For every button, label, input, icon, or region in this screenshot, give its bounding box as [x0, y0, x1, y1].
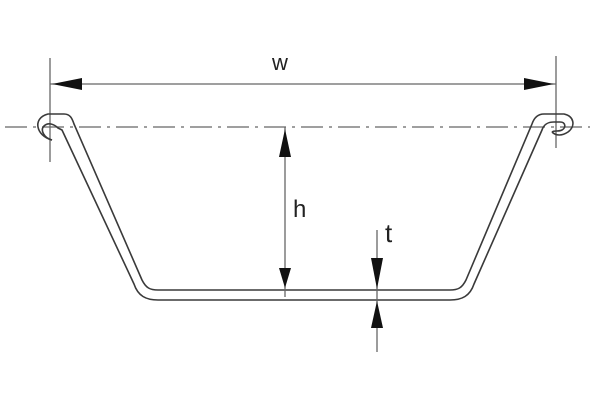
height-label: h: [293, 196, 307, 223]
arrow-up-t-icon: [371, 301, 383, 328]
arrow-left-icon: [52, 78, 82, 90]
width-label: w: [272, 50, 288, 75]
profile-shape: [37, 113, 574, 301]
thickness-label: t: [385, 218, 393, 248]
arrow-down-icon: [279, 268, 291, 288]
arrow-right-icon: [524, 78, 554, 90]
arrow-up-icon: [279, 129, 291, 157]
arrow-down-t-icon: [371, 258, 383, 289]
